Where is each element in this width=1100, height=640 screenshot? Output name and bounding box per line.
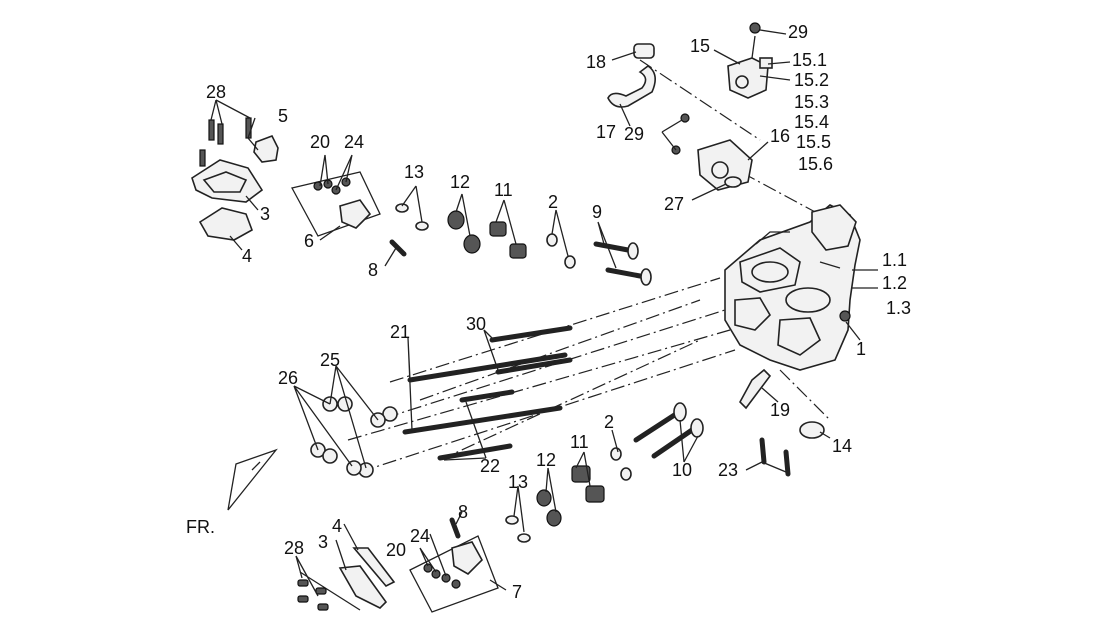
callout-1: 1 [856,339,866,359]
studs-21 [402,352,568,435]
callout-14: 14 [832,436,852,456]
callout-5: 5 [278,106,288,126]
callout-12-lower: 12 [536,450,556,470]
callout-18: 18 [586,52,606,72]
callout-26: 26 [278,368,298,388]
retainers-13-upper [395,203,429,231]
dowels-23 [759,437,791,477]
seals-12-upper [447,210,481,254]
callout-20-upper: 20 [310,132,330,152]
callout-10: 10 [672,460,692,480]
callout-28-lower: 28 [284,538,304,558]
callout-6: 6 [304,231,314,251]
callout-15-3: 15.3 [794,92,829,112]
callout-11-lower: 11 [570,432,589,452]
o-ring-27 [724,176,742,188]
callout-24-upper: 24 [344,132,364,152]
lower-cover-3 [338,565,388,609]
callout-1-2: 1.2 [882,273,907,293]
callout-1-3: 1.3 [886,298,911,318]
callout-29-upper: 29 [788,22,808,42]
upper-gasket-4 [198,207,253,241]
pin-8-upper [389,239,407,257]
callout-12-upper: 12 [450,172,470,192]
studs-30 [489,325,573,375]
o-ring-14 [799,421,825,439]
callout-24-lower: 24 [410,526,430,546]
rocker-group-6 [291,171,381,237]
callout-22: 22 [480,456,500,476]
valves-10 [633,402,704,459]
washers-26 [310,396,362,476]
callout-15-2: 15.2 [794,70,829,90]
callout-13-upper: 13 [404,162,424,182]
callout-21: 21 [390,322,410,342]
upper-cover-3 [191,159,264,203]
lower-gasket-4 [352,547,396,587]
callout-15-4: 15.4 [794,112,829,132]
callout-30: 30 [466,314,486,334]
callout-28-upper: 28 [206,82,226,102]
springs-11-lower [571,465,605,503]
bolts-28-lower [297,571,361,611]
callout-17: 17 [596,122,616,142]
rocker-group-7 [409,535,499,613]
front-marker-label: FR. [186,517,215,537]
cotters-2-lower [610,447,632,481]
callout-9: 9 [592,202,602,222]
callout-2-lower: 2 [604,412,614,432]
springs-11-upper [489,221,527,259]
callout-8-lower: 8 [458,502,468,522]
callout-8-upper: 8 [368,260,378,280]
seals-12-lower [536,489,562,527]
hose-17 [607,65,656,108]
callout-15-5: 15.5 [796,132,831,152]
callout-4-upper: 4 [242,246,252,266]
callout-19: 19 [770,400,790,420]
callout-leaders [210,29,878,597]
callout-27: 27 [664,194,684,214]
bracket-5 [253,134,279,163]
spark-plug-19 [739,368,772,410]
callout-25: 25 [320,350,340,370]
callout-11-upper: 11 [494,180,513,200]
valves-9 [593,241,652,286]
callout-labels: 1 1.1 1.2 1.3 2 2 3 3 4 4 5 6 7 8 8 9 10… [206,22,911,602]
callout-15-1: 15.1 [792,50,827,70]
callout-23: 23 [718,460,738,480]
callout-15: 15 [690,36,710,56]
pin-8-lower [449,517,461,539]
callout-4-lower: 4 [332,516,342,536]
bolts-28-upper [199,117,252,167]
callout-15-6: 15.6 [798,154,833,174]
callout-1-1: 1.1 [882,250,907,270]
callout-20-lower: 20 [386,540,406,560]
callout-16: 16 [770,126,790,146]
clamp-18 [633,43,655,59]
callout-7: 7 [512,582,522,602]
callout-3-lower: 3 [318,532,328,552]
callout-29-lower: 29 [624,124,644,144]
retainers-13-lower [505,515,531,543]
callout-2-upper: 2 [548,192,558,212]
cylinder-head [724,204,861,371]
callout-13-lower: 13 [508,472,528,492]
studs-22 [437,389,515,461]
front-direction-arrow: FR. [186,448,278,537]
cotters-2-upper [546,233,576,269]
callout-3-upper: 3 [260,204,270,224]
thermostat-housing [727,22,773,99]
